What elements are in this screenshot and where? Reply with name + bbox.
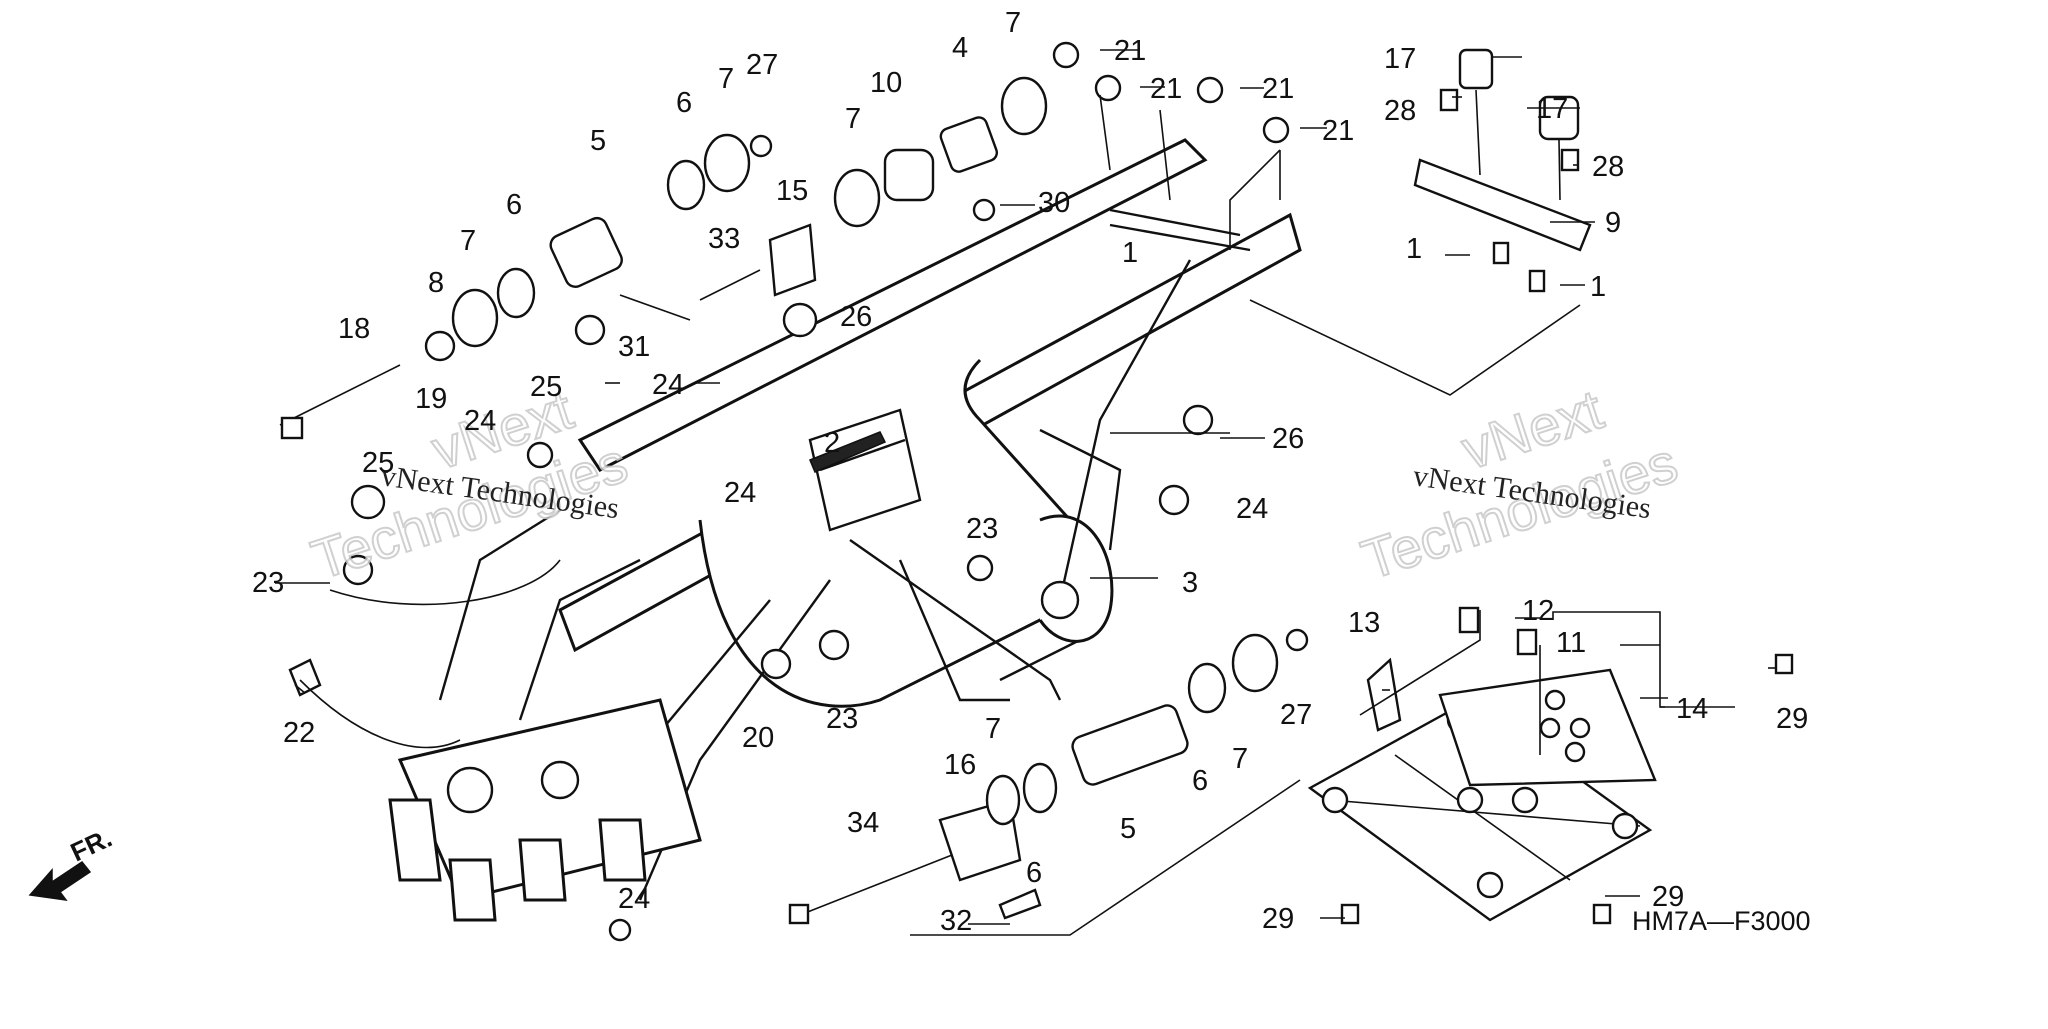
callout-18: 18 [338, 313, 370, 345]
callout-24: 24 [618, 883, 650, 915]
callout-31: 31 [618, 331, 650, 363]
part-13-clamp [1366, 657, 1402, 732]
front-arrow-icon: FR. [28, 823, 117, 901]
callout-26: 26 [840, 301, 872, 333]
upper-skid-assembly [1249, 48, 1592, 396]
callout-34: 34 [847, 807, 879, 839]
callout-23: 23 [966, 513, 998, 545]
callout-22: 22 [283, 717, 315, 749]
callout-23: 23 [826, 703, 858, 735]
watermark-right: vNext Technologies vNext Technologies [1353, 376, 1685, 592]
callout-29: 29 [1262, 903, 1294, 935]
callout-10: 10 [870, 67, 902, 99]
skid-plate-assembly [1307, 606, 1794, 925]
small-parts [288, 41, 1290, 942]
callout-15: 15 [776, 175, 808, 207]
part-5-lower-axle [1071, 704, 1189, 786]
callout-20: 20 [742, 722, 774, 754]
callout-1: 1 [1590, 271, 1606, 303]
callout-5: 5 [1120, 813, 1136, 845]
callout-24: 24 [1236, 493, 1268, 525]
part-4-hub [939, 116, 999, 173]
axle-parts-upper [279, 76, 1048, 440]
callout-28: 28 [1592, 151, 1624, 183]
callout-11: 11 [1556, 627, 1586, 659]
callout-8: 8 [428, 267, 444, 299]
callout-14: 14 [1676, 693, 1708, 725]
part-2-spring [809, 431, 887, 473]
callout-5: 5 [590, 125, 606, 157]
callout-30: 30 [1038, 187, 1070, 219]
callout-12: 12 [1522, 595, 1554, 627]
callout-6: 6 [506, 189, 522, 221]
callout-27: 27 [1280, 699, 1312, 731]
front-label: FR. [66, 823, 117, 868]
callout-17: 17 [1384, 43, 1416, 75]
frame-lower-cradle [698, 358, 1082, 708]
callout-28: 28 [1384, 95, 1416, 127]
callout-6: 6 [676, 87, 692, 119]
callout-labels: 1 1 1 2 3 4 5 5 6 6 6 6 7 7 7 7 7 7 8 9 … [252, 7, 1808, 937]
callout-24: 24 [652, 369, 684, 401]
callout-26: 26 [1272, 423, 1304, 455]
callout-29: 29 [1776, 703, 1808, 735]
callout-7: 7 [460, 225, 476, 257]
callout-25: 25 [362, 447, 394, 479]
callout-24: 24 [724, 477, 756, 509]
main-frame [388, 138, 1302, 922]
leader-lines [275, 49, 1776, 925]
callout-21: 21 [1262, 73, 1294, 105]
callout-6: 6 [1192, 765, 1208, 797]
callout-6: 6 [1026, 857, 1042, 889]
callout-21: 21 [1322, 115, 1354, 147]
callout-17: 17 [1536, 93, 1568, 125]
callout-24: 24 [464, 405, 496, 437]
callout-1: 1 [1122, 237, 1138, 269]
part-6-bearing [496, 267, 536, 319]
callout-32: 32 [940, 905, 972, 937]
part-17-grommet-a [1458, 48, 1494, 90]
callout-21: 21 [1114, 35, 1146, 67]
callout-4: 4 [952, 32, 968, 64]
callout-1: 1 [1406, 233, 1422, 265]
callout-2: 2 [824, 427, 840, 459]
part-9-plate [1413, 158, 1592, 252]
part-7-seal [451, 288, 499, 348]
part-5-axle-hub [549, 216, 623, 288]
callout-19: 19 [415, 383, 447, 415]
callout-21: 21 [1150, 73, 1182, 105]
part-8-collar [424, 330, 456, 362]
callout-23: 23 [252, 567, 284, 599]
callout-7: 7 [718, 63, 734, 95]
callout-33: 33 [708, 223, 740, 255]
callout-29: 29 [1652, 881, 1684, 913]
fuel-tank [808, 408, 922, 532]
frame-upper-rail-left [577, 138, 1208, 472]
callout-3: 3 [1182, 567, 1198, 599]
callout-9: 9 [1605, 207, 1621, 239]
part-27-nut [749, 134, 773, 158]
callout-7: 7 [1232, 743, 1248, 775]
callout-25: 25 [530, 371, 562, 403]
callout-27: 27 [746, 49, 778, 81]
diagram-code: HM7A—F3000 [1632, 906, 1811, 936]
callout-7: 7 [845, 103, 861, 135]
callout-7: 7 [1005, 7, 1021, 39]
callout-7: 7 [985, 713, 1001, 745]
callout-13: 13 [1348, 607, 1380, 639]
callout-16: 16 [944, 749, 976, 781]
axle-parts-lower [788, 628, 1309, 936]
part-10-bracket [883, 148, 935, 202]
part-15-clamp [768, 223, 817, 297]
